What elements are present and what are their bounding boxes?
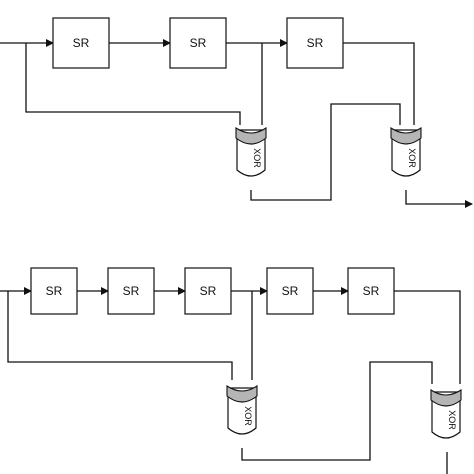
bottom-sr5-tap-wire (394, 290, 461, 384)
bottom-sr-label-4: SR (282, 284, 299, 298)
bottom-xor-label-2: XOR (447, 410, 457, 430)
top-input-tap-wire (25, 43, 241, 125)
bottom-xor1-to-xor2-wire (241, 361, 433, 461)
bottom-xor-gate-1: XOR (226, 385, 258, 435)
bottom-sr-box-1 (30, 267, 78, 315)
bottom-sr-label-5: SR (363, 284, 380, 298)
top-xor-gate-2: XOR (390, 127, 422, 177)
top-xor1-to-xor2-wire (250, 103, 401, 201)
top-output-arrow (405, 190, 473, 208)
top-sr-box-3 (286, 17, 344, 69)
bottom-sr-box-4 (266, 267, 314, 315)
bottom-xor-label-1: XOR (243, 406, 253, 426)
bottom-xor-gate-2: XOR (430, 389, 462, 439)
bottom-sr-box-5 (347, 267, 395, 315)
bottom-input-tap-wire (7, 291, 233, 380)
top-shift-register-diagram: SR SR SR XOR XOR (0, 17, 473, 208)
top-sr-label-3: SR (307, 36, 324, 50)
bottom-sr-label-2: SR (123, 284, 140, 298)
top-sr3-tap-wire (343, 42, 415, 125)
bottom-sr-label-1: SR (46, 284, 63, 298)
bottom-sr-label-3: SR (200, 284, 217, 298)
top-sr-label-2: SR (190, 36, 207, 50)
top-sr-box-2 (169, 17, 227, 69)
top-xor-label-1: XOR (252, 148, 262, 168)
top-sr-label-1: SR (73, 36, 90, 50)
bottom-shift-register-diagram: SR SR SR SR SR XOR XOR (0, 267, 462, 474)
top-xor-label-2: XOR (407, 148, 417, 168)
bottom-sr-box-3 (184, 267, 232, 315)
bottom-sr-box-2 (107, 267, 155, 315)
top-xor-gate-1: XOR (235, 127, 267, 177)
